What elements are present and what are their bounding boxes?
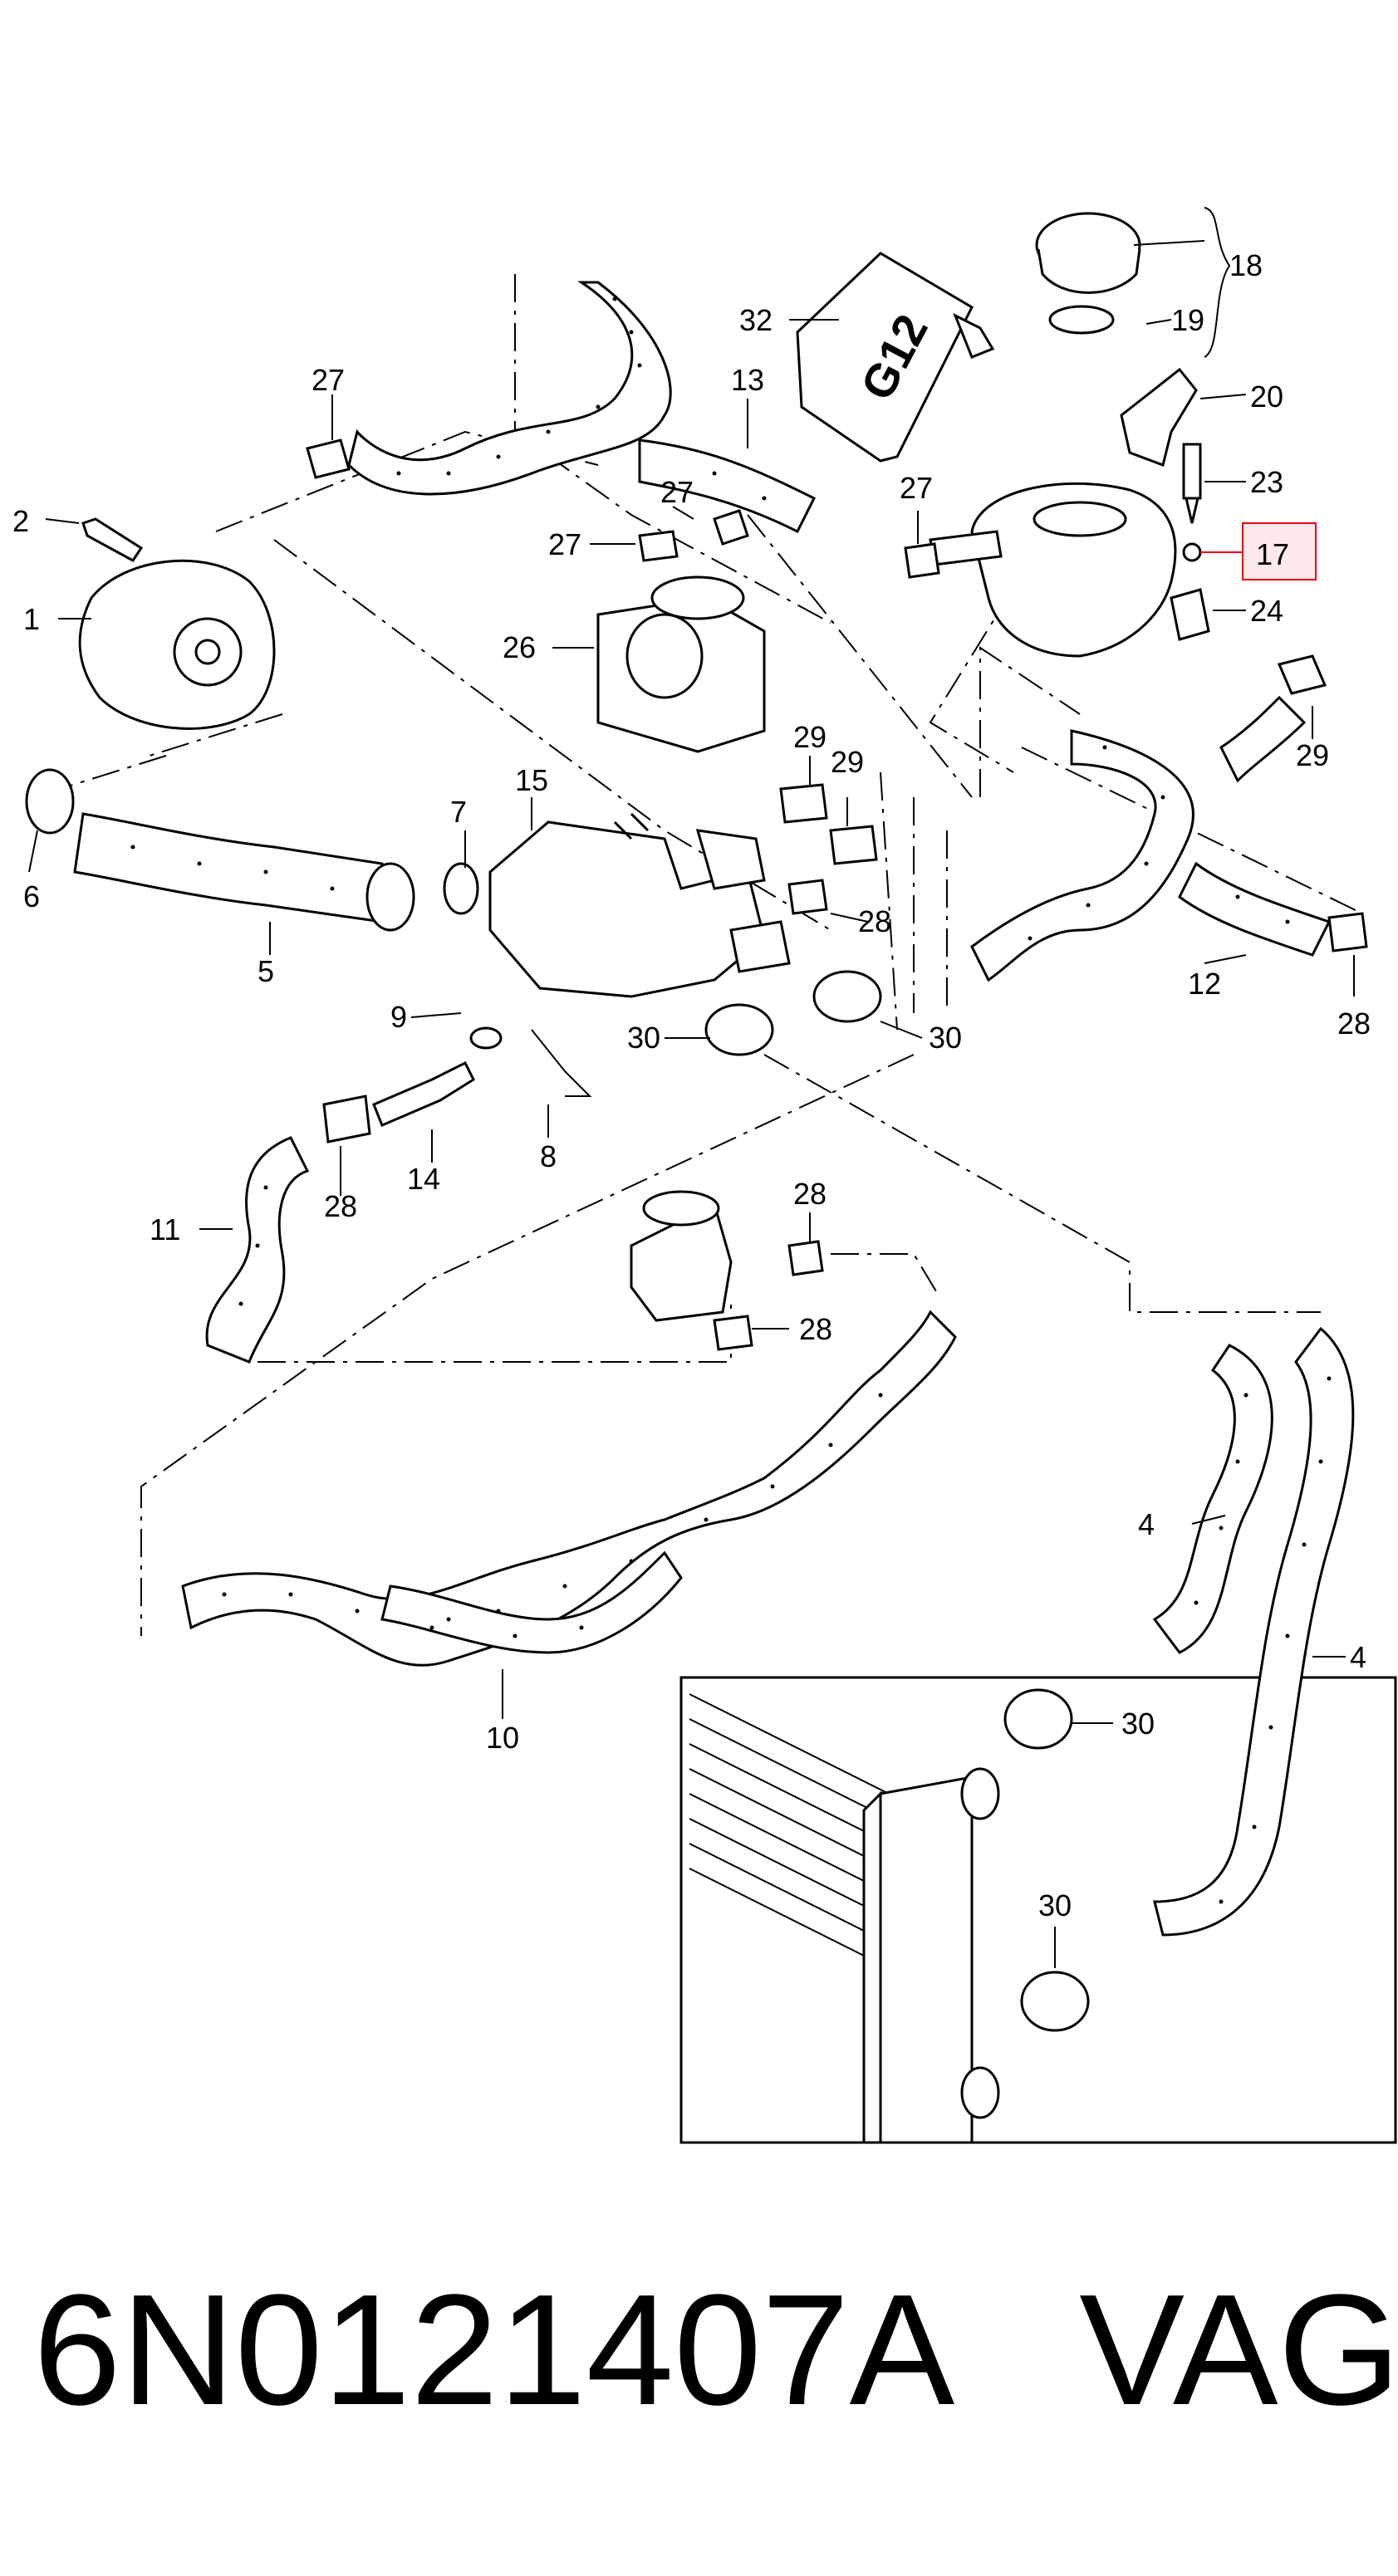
label-28-b: 28	[1337, 1006, 1371, 1041]
label-9: 9	[390, 1000, 407, 1034]
label-4-right: 4	[1350, 1640, 1366, 1674]
label-1: 1	[23, 602, 40, 636]
label-17: 17	[1256, 537, 1289, 571]
label-24: 24	[1250, 594, 1283, 628]
label-26: 26	[503, 630, 536, 664]
part-number-brand: VAG	[1079, 2262, 1398, 2438]
cooling-system-exploded-diagram: G12 1 2 4 4 5 6 7 8 9 10 11 12 13 14 15 …	[12, 207, 1397, 2144]
label-5: 5	[258, 954, 274, 988]
label-4-left: 4	[1138, 1507, 1155, 1541]
callout-leaders	[28, 207, 1355, 1968]
part-number-caption: 6N0121407A VAG	[33, 2262, 1398, 2438]
label-27-c: 27	[548, 527, 581, 561]
label-11: 11	[150, 1212, 180, 1246]
label-28-e: 28	[799, 1312, 832, 1346]
label-8: 8	[540, 1139, 557, 1173]
label-7: 7	[450, 795, 467, 829]
part-labels: 1 2 4 4 5 6 7 8 9 10 11 12 13 14 15 17 1…	[12, 248, 1371, 1922]
label-20: 20	[1250, 380, 1283, 414]
label-30-b: 30	[929, 1021, 962, 1055]
label-30-d: 30	[1038, 1888, 1072, 1922]
components	[25, 212, 1210, 1322]
hoses	[73, 281, 1355, 1937]
radiator	[679, 1676, 1397, 2144]
label-12: 12	[1188, 967, 1221, 1001]
label-18: 18	[1229, 248, 1263, 282]
hose-clamps	[306, 438, 1368, 2032]
highlight-box-17	[1242, 522, 1317, 580]
label-29-c: 29	[1296, 738, 1329, 772]
label-28-a: 28	[858, 904, 891, 938]
label-19: 19	[1171, 303, 1204, 337]
label-10: 10	[486, 1721, 519, 1755]
label-32: 32	[739, 303, 773, 337]
label-6: 6	[23, 879, 40, 913]
label-27-a: 27	[311, 363, 345, 397]
label-28-d: 28	[793, 1177, 827, 1211]
label-14: 14	[407, 1162, 440, 1196]
label-30-a: 30	[627, 1021, 660, 1055]
label-27-b: 27	[660, 475, 694, 509]
part-number-code: 6N0121407A	[33, 2262, 955, 2438]
label-15: 15	[515, 763, 548, 797]
label-30-c: 30	[1121, 1707, 1155, 1741]
label-13: 13	[731, 363, 764, 397]
label-28-c: 28	[324, 1189, 357, 1223]
label-23: 23	[1250, 465, 1283, 499]
label-29-a: 29	[793, 720, 827, 754]
label-27-d: 27	[900, 471, 933, 505]
label-2: 2	[12, 504, 29, 538]
hose-stipple	[130, 296, 1332, 1904]
label-29-b: 29	[831, 745, 864, 779]
